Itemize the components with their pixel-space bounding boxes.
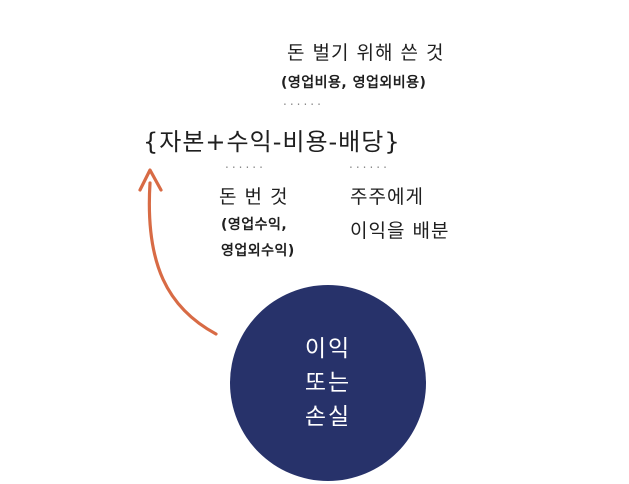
profit-or-loss-circle: 이익 또는 손실 xyxy=(230,285,426,481)
revenue-title: 돈 번 것 xyxy=(219,186,289,208)
circle-line2: 또는 xyxy=(304,370,352,396)
circle-line1: 이익 xyxy=(304,336,352,362)
expense-dots: ...... xyxy=(283,94,324,108)
revenue-detail-line1: (영업수익, xyxy=(221,217,288,233)
circle-line3: 손실 xyxy=(304,404,352,430)
formula: {자본+수익-비용-배당} xyxy=(143,128,401,156)
revenue-detail-line2: 영업외수익) xyxy=(221,243,295,259)
arrow-curve xyxy=(147,181,218,336)
dividend-dots: ...... xyxy=(349,157,390,171)
expense-title: 돈 벌기 위해 쓴 것 xyxy=(287,42,445,64)
expense-detail: (영업비용, 영업외비용) xyxy=(281,75,427,91)
dividend-line1: 주주에게 xyxy=(350,186,424,208)
revenue-dots: ...... xyxy=(225,157,266,171)
arrow-head xyxy=(138,168,163,192)
dividend-line2: 이익을 배분 xyxy=(350,220,450,242)
